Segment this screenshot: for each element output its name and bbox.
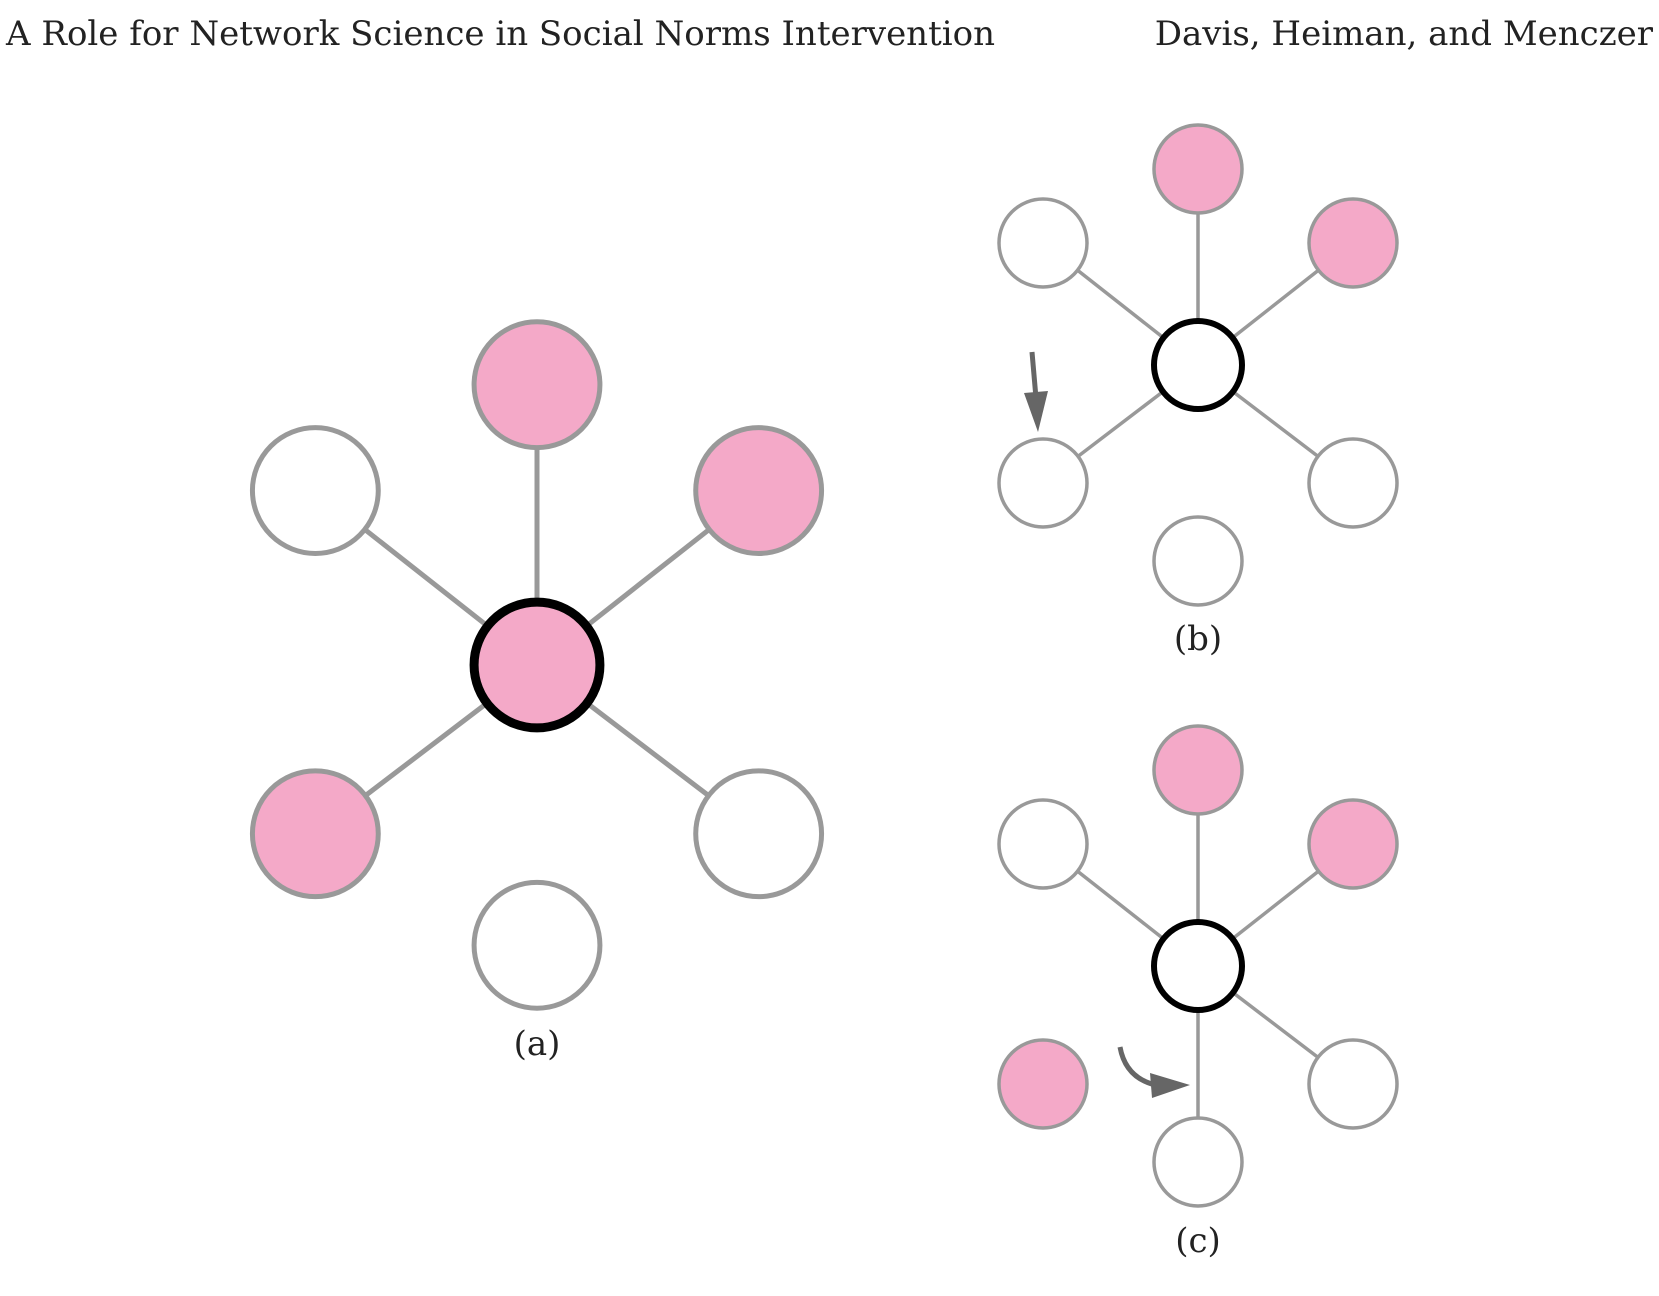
node-bottom-white: [1152, 515, 1244, 607]
edge-lower-right: [1231, 991, 1320, 1059]
edge-upper-right: [584, 527, 711, 629]
node-upper-left-white: [997, 798, 1089, 890]
center-node-pink: [469, 597, 605, 733]
edge-upper-left: [1076, 869, 1165, 941]
arrow-icon: [1029, 351, 1039, 399]
arrowhead-icon: [1024, 391, 1048, 432]
edge-lower-right: [1231, 390, 1320, 458]
edge-lower-left: [363, 701, 489, 798]
panel-c: (c): [997, 724, 1399, 1261]
node-lower-left-white: [997, 437, 1089, 529]
node-lower-right-white: [1307, 1038, 1399, 1130]
panel-a: (a): [249, 319, 825, 1064]
curved-arrowhead-icon: [1150, 1073, 1190, 1098]
node-upper-right-pink: [1307, 197, 1399, 289]
node-bottom-white: [1152, 1116, 1244, 1208]
edge-lower-right: [585, 701, 711, 798]
edge-upper-left: [363, 527, 490, 629]
running-head: A Role for Network Science in Social Nor…: [6, 12, 1653, 56]
caption-c: (c): [1175, 1221, 1221, 1261]
center-node-white: [1151, 318, 1245, 412]
node-lower-right-white: [1307, 437, 1399, 529]
node-upper-left-white: [997, 197, 1089, 289]
node-lower-left-pink: [997, 1038, 1089, 1130]
edge-upper-left: [1076, 268, 1165, 340]
node-top-pink: [1152, 123, 1244, 215]
node-bottom-white: [471, 879, 603, 1011]
edge-upper-right: [1231, 268, 1320, 340]
edge-upper-right: [1231, 869, 1320, 941]
node-upper-right-pink: [1307, 798, 1399, 890]
node-top-pink: [471, 319, 603, 451]
node-lower-right-white: [693, 768, 825, 900]
node-upper-left-white: [249, 425, 381, 556]
caption-b: (b): [1174, 619, 1222, 659]
node-lower-left-pink: [249, 768, 381, 900]
paper-title: A Role for Network Science in Social Nor…: [6, 14, 995, 54]
caption-a: (a): [514, 1024, 561, 1064]
edge-lower-left: [1076, 390, 1165, 458]
panel-b: (b): [997, 123, 1399, 659]
node-top-pink: [1152, 724, 1244, 816]
node-upper-right-pink: [693, 425, 825, 556]
center-node-white: [1151, 919, 1245, 1013]
paper-authors: Davis, Heiman, and Menczer: [1154, 14, 1653, 54]
